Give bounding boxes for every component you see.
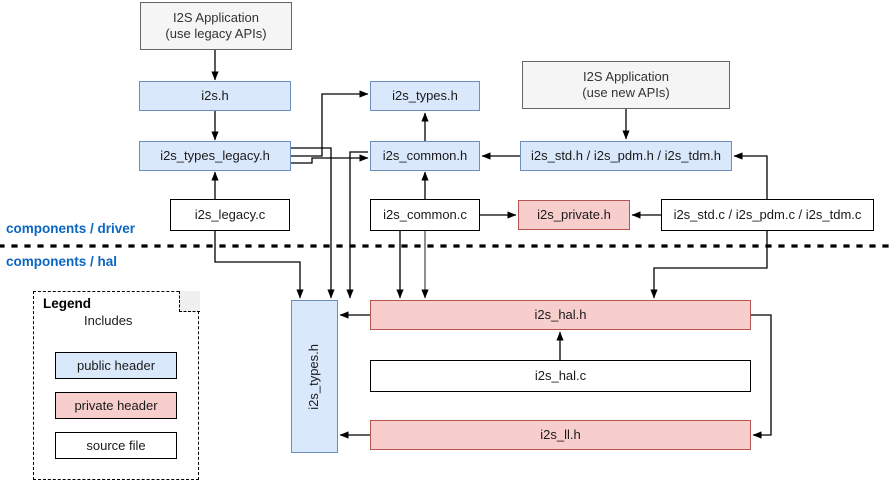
divider-label-hal: components / hal <box>6 254 118 269</box>
node-label-line2: (use legacy APIs) <box>165 26 267 41</box>
node-i2s-types-legacy-h[interactable]: i2s_types_legacy.h <box>139 141 291 171</box>
edge-stdc-halh <box>650 231 768 299</box>
node-label: i2s_common.h <box>382 147 468 163</box>
node-label: i2s_legacy.c <box>194 206 266 222</box>
legend-title: Legend <box>43 296 92 311</box>
node-label: i2s_types_legacy.h <box>160 147 270 163</box>
legend-swatch-public-header: public header <box>55 352 177 379</box>
legend-swatch-private-header: private header <box>55 392 177 419</box>
legend-label: private header <box>74 398 158 413</box>
node-i2s-common-c[interactable]: i2s_common.c <box>370 199 480 231</box>
legend-fold-corner <box>179 291 200 312</box>
node-i2s-application-legacy[interactable]: I2S Application (use legacy APIs) <box>140 2 292 50</box>
edge-stdc-stdh <box>733 152 768 199</box>
legend-label: public header <box>76 358 156 373</box>
node-label: i2s_types.h <box>392 87 458 103</box>
node-label: i2s_std.h / i2s_pdm.h / i2s_tdm.h <box>530 147 722 163</box>
node-i2s-ll-h[interactable]: i2s_ll.h <box>370 420 751 450</box>
edge-typeslegacy-typesvert <box>291 147 335 299</box>
node-i2s-std-pdm-tdm-c[interactable]: i2s_std.c / i2s_pdm.c / i2s_tdm.c <box>661 199 874 231</box>
node-i2s-private-h[interactable]: i2s_private.h <box>518 200 630 230</box>
node-label-line1: I2S Application <box>172 9 259 25</box>
node-i2s-types-h[interactable]: i2s_types.h <box>370 81 480 111</box>
node-i2s-std-pdm-tdm-h[interactable]: i2s_std.h / i2s_pdm.h / i2s_tdm.h <box>520 141 732 171</box>
node-i2s-application-new[interactable]: I2S Application (use new APIs) <box>522 61 730 109</box>
edge-typeslegacy-typesh <box>291 90 369 157</box>
legend-swatch-source-file: source file <box>55 432 177 459</box>
node-label-line1: I2S Application <box>582 68 669 84</box>
legend-includes-label: Includes <box>84 313 133 328</box>
node-label: i2s_hal.h <box>534 306 587 322</box>
node-label: i2s.h <box>201 87 229 103</box>
node-i2s-hal-c[interactable]: i2s_hal.c <box>370 360 751 392</box>
edge-commonh-halh <box>346 151 368 299</box>
node-label: i2s_types.h <box>306 343 322 410</box>
edge-group <box>211 50 772 439</box>
node-label: i2s_std.c / i2s_pdm.c / i2s_tdm.c <box>673 206 862 222</box>
node-label: i2s_private.h <box>537 206 611 222</box>
node-i2s-legacy-c[interactable]: i2s_legacy.c <box>170 199 290 231</box>
edge-typeslegacy-commonh <box>291 154 369 164</box>
node-label: i2s_hal.c <box>534 367 587 383</box>
node-i2s-common-h[interactable]: i2s_common.h <box>370 141 480 171</box>
node-label: i2s_ll.h <box>540 426 581 442</box>
node-label: i2s_common.c <box>383 206 467 222</box>
node-i2s-hal-h[interactable]: i2s_hal.h <box>370 300 751 330</box>
divider-label-driver: components / driver <box>6 221 136 236</box>
edge-legacyc-typesvert <box>214 231 304 299</box>
edge-halh-llh <box>751 314 772 439</box>
node-label-line2: (use new APIs) <box>582 85 670 100</box>
node-i2s-h[interactable]: i2s.h <box>139 81 291 111</box>
legend-label: source file <box>86 438 146 453</box>
node-i2s-types-h-hal[interactable]: i2s_types.h <box>291 300 338 453</box>
